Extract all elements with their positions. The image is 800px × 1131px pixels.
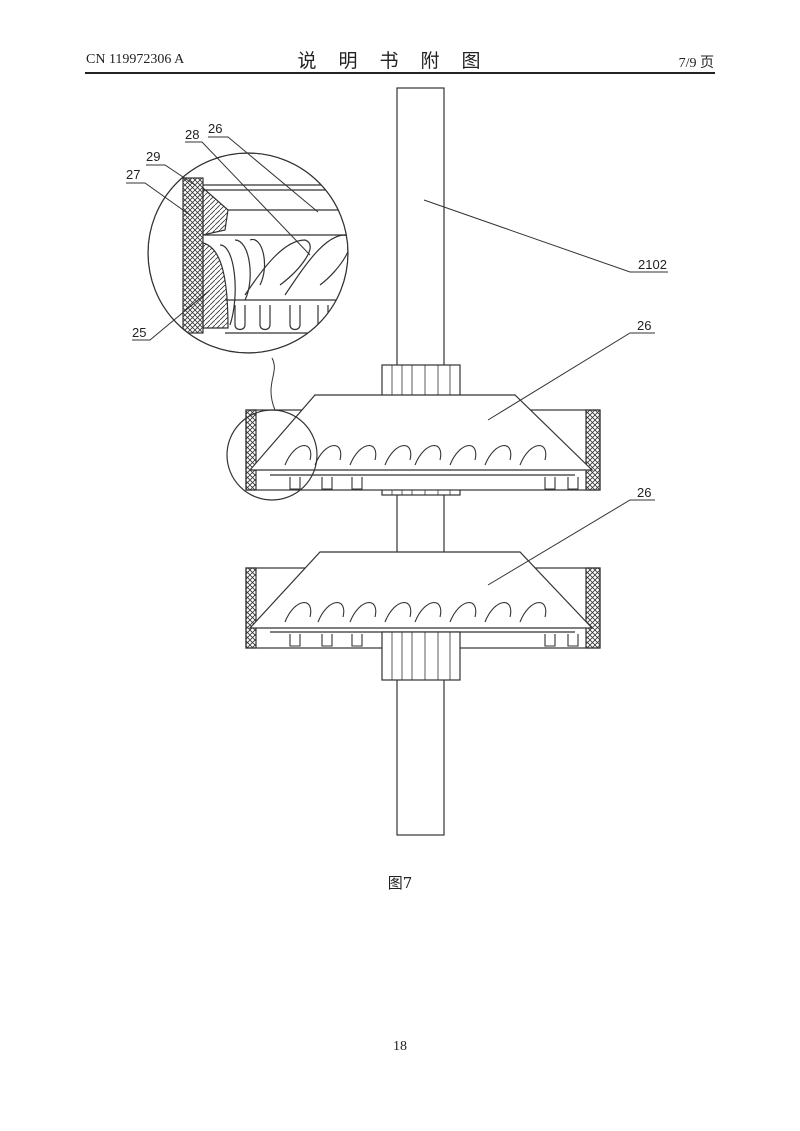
label-26-detail: 26: [208, 121, 222, 136]
label-25: 25: [132, 325, 146, 340]
label-26-lower: 26: [637, 485, 651, 500]
label-28: 28: [185, 127, 199, 142]
publication-number: CN 119972306 A: [86, 52, 185, 67]
label-29: 29: [146, 149, 160, 164]
label-27: 27: [126, 167, 140, 182]
detail-marker-circle: [226, 409, 318, 501]
page-title: 说明书附图: [297, 50, 503, 72]
detail-enlargement: [148, 153, 348, 353]
page-number: 18: [393, 1039, 407, 1054]
header-rule: [85, 72, 715, 74]
page-indicator: 7/9 页: [678, 56, 714, 71]
blade-unit-lower: [245, 551, 601, 681]
figure-caption: 图7: [387, 874, 413, 892]
label-2102: 2102: [638, 257, 667, 272]
blade-unit-upper: [245, 364, 601, 496]
label-26-upper: 26: [637, 318, 651, 333]
